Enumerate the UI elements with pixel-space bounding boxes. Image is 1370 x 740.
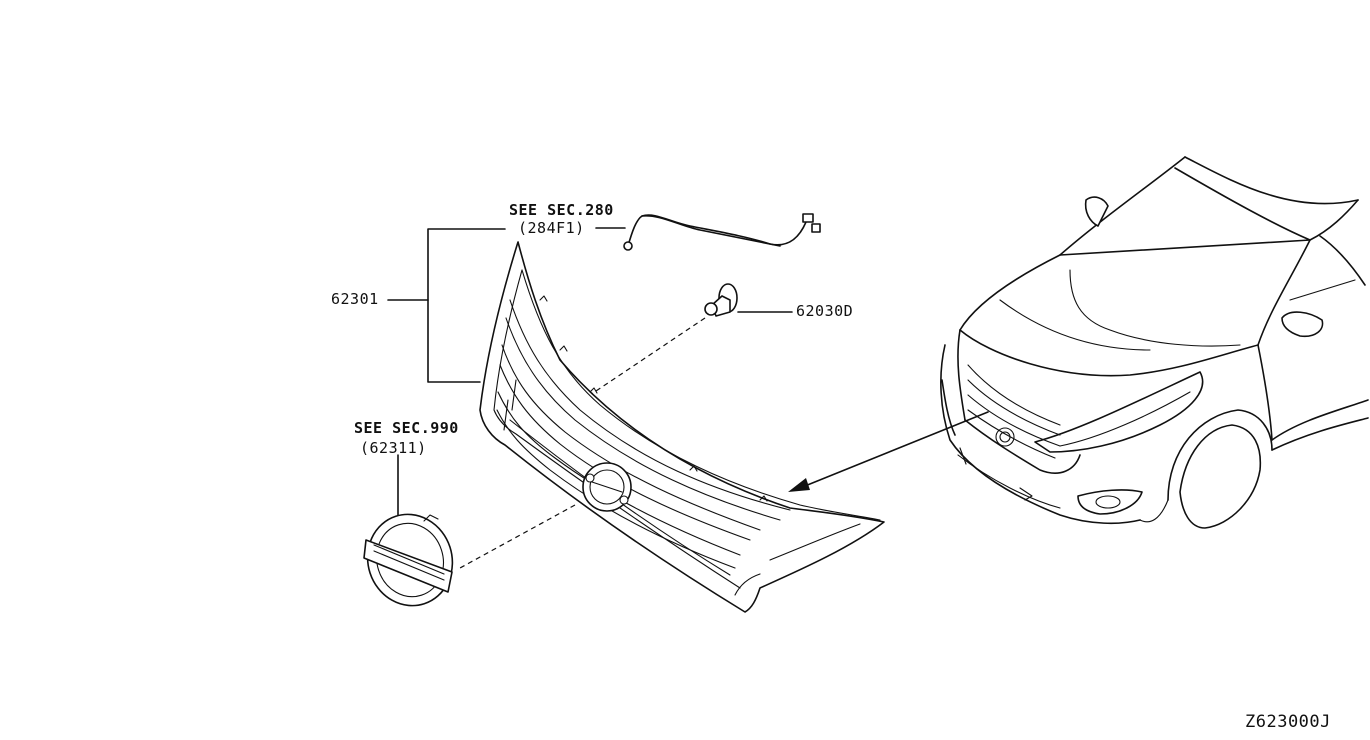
wire-harness-icon	[623, 213, 821, 251]
ref-harness-part: (284F1)	[518, 219, 585, 237]
dashed-clip-line	[589, 317, 706, 396]
part-number-62301: 62301	[331, 290, 379, 308]
arrow	[788, 411, 989, 492]
nissan-emblem-icon	[363, 513, 454, 607]
part-number-62030d: 62030D	[796, 302, 854, 320]
ref-harness-section: SEE SEC.280	[509, 201, 614, 219]
car-front-icon	[940, 156, 1369, 529]
leader-62301	[387, 228, 506, 383]
diagram-code: Z623000J	[1245, 712, 1331, 732]
clip-icon	[704, 283, 738, 317]
ref-emblem-section: SEE SEC.990	[354, 419, 459, 437]
dashed-emblem-line	[459, 504, 576, 569]
ref-emblem-part: (62311)	[360, 439, 427, 457]
front-grille-icon	[479, 241, 885, 613]
